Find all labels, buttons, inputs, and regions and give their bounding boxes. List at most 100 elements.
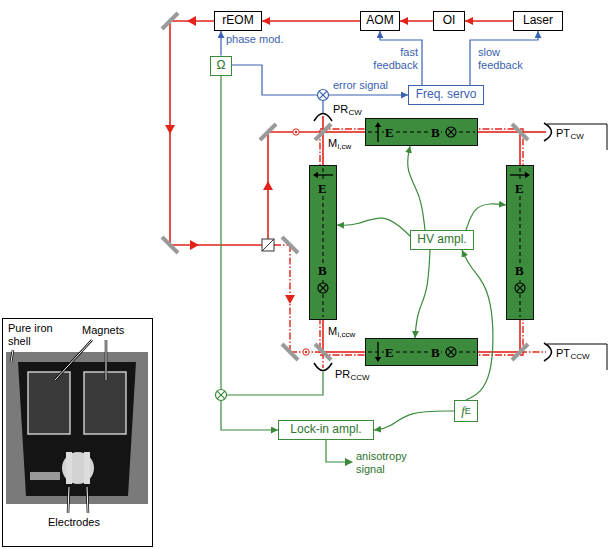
- field-arrow-shaft: [318, 174, 333, 175]
- detector-wire: [547, 344, 607, 370]
- bar-decoration: [366, 339, 477, 365]
- detector-label: PR: [333, 103, 348, 116]
- mirror-label: M: [328, 137, 337, 150]
- field-into-page-cross: [516, 284, 523, 291]
- signal-label: fast feedback: [368, 46, 418, 71]
- field-label: E: [317, 182, 328, 195]
- mixer: [318, 90, 329, 101]
- field-label: E: [384, 346, 395, 359]
- modulation-wire: [220, 31, 221, 56]
- reference-wire: [374, 411, 454, 430]
- leader-line: [55, 340, 92, 380]
- detector-label: PT: [556, 127, 570, 140]
- subscript: CW: [571, 132, 584, 141]
- mirror: [162, 13, 178, 29]
- field-arrow-head: [525, 172, 530, 178]
- mixer-circle: [318, 90, 329, 101]
- beam-arrow: [190, 240, 199, 250]
- field-into-page-symbol: [446, 347, 456, 357]
- leader-line: [87, 487, 88, 513]
- device-name: Freq. servo: [416, 88, 477, 102]
- leader-line: [106, 340, 107, 380]
- subscript: CCW: [351, 373, 370, 382]
- photodiode: [314, 114, 332, 122]
- leader-line: [55, 340, 92, 380]
- field-into-page-symbol: [515, 283, 525, 293]
- field-label: B: [514, 264, 525, 277]
- oscillator-box: Ω: [210, 56, 232, 76]
- high-voltage-wire: [415, 250, 430, 338]
- high-voltage-wire: [337, 218, 410, 236]
- field-into-page-cross: [319, 284, 326, 291]
- field-bar: EB: [365, 118, 478, 146]
- signal-label: phase mod.: [226, 33, 283, 46]
- device-name: Lock-in ampl.: [290, 423, 361, 437]
- field-bar: EB: [365, 338, 478, 366]
- inset-frame: [3, 319, 153, 547]
- mirror: [282, 237, 298, 253]
- photodiode: [314, 363, 332, 371]
- signal-label: anisotropy signal: [356, 450, 418, 475]
- mirror: [162, 237, 178, 253]
- reference-wire: [221, 76, 278, 431]
- polarization-dot: [293, 129, 309, 355]
- beam-arrow: [263, 181, 273, 190]
- subscript: E: [465, 406, 471, 416]
- mirror-label: M: [328, 325, 337, 338]
- ccw-beam: [290, 351, 323, 352]
- feedback-wire: [470, 31, 538, 85]
- mixer-cross: [217, 391, 225, 399]
- detector-wire: [226, 371, 323, 395]
- field-into-page-symbol: [318, 283, 328, 293]
- field-arrow-head: [375, 122, 381, 127]
- laser-beam: [400, 20, 433, 22]
- electrode: [84, 452, 90, 484]
- field-bar: EB: [506, 165, 534, 320]
- mixer-cross: [319, 91, 327, 99]
- cavity-mirror: [512, 344, 528, 360]
- field-into-page-cross: [516, 284, 523, 291]
- servo-box: Freq. servo: [408, 85, 484, 105]
- field-bar: EB: [309, 165, 337, 320]
- laser-box: Laser: [513, 11, 563, 31]
- detector-label: PR: [335, 368, 350, 381]
- output-wire: [326, 440, 346, 462]
- high-voltage-wire: [408, 146, 425, 230]
- laser-beam: [465, 20, 513, 22]
- amplifier-box: HV ampl.: [410, 230, 474, 250]
- inset-label: Electrodes: [48, 516, 100, 529]
- field-arrow-shaft: [377, 127, 378, 142]
- cavity-mirror: [512, 124, 528, 140]
- frequency-box: fE: [454, 400, 478, 422]
- leader-line: [11, 350, 13, 362]
- leader-line: [68, 487, 69, 513]
- electrode: [66, 452, 72, 484]
- laser-beam: [170, 244, 262, 246]
- field-label: B: [430, 346, 441, 359]
- beam-arrow: [165, 125, 175, 134]
- device-name: HV ampl.: [417, 233, 466, 247]
- shell-interior: [18, 362, 136, 496]
- leader-line: [11, 350, 13, 362]
- beam-arrow: [187, 16, 196, 26]
- subscript: i,ccw: [338, 330, 356, 339]
- device-name: Laser: [523, 14, 553, 28]
- field-into-page-cross: [447, 348, 454, 355]
- magnet: [28, 372, 70, 434]
- optics-box: rEOM: [214, 11, 262, 31]
- frequency-symbol: f: [461, 404, 465, 419]
- mixer-cross: [319, 91, 327, 99]
- cavity-cw-beam: [323, 132, 520, 352]
- device-name: rEOM: [222, 14, 253, 28]
- optics-box: AOM: [360, 11, 400, 31]
- detector-wire: [322, 100, 323, 113]
- field-into-page-cross: [447, 128, 454, 135]
- feedthrough: [30, 472, 60, 480]
- cw-beam: [268, 131, 323, 133]
- mirror: [260, 124, 276, 140]
- field-into-page-cross: [319, 284, 326, 291]
- polarization-center: [295, 131, 297, 133]
- laser-beam: [262, 20, 360, 22]
- inset-photo: [3, 319, 153, 547]
- high-voltage-wire: [466, 204, 506, 230]
